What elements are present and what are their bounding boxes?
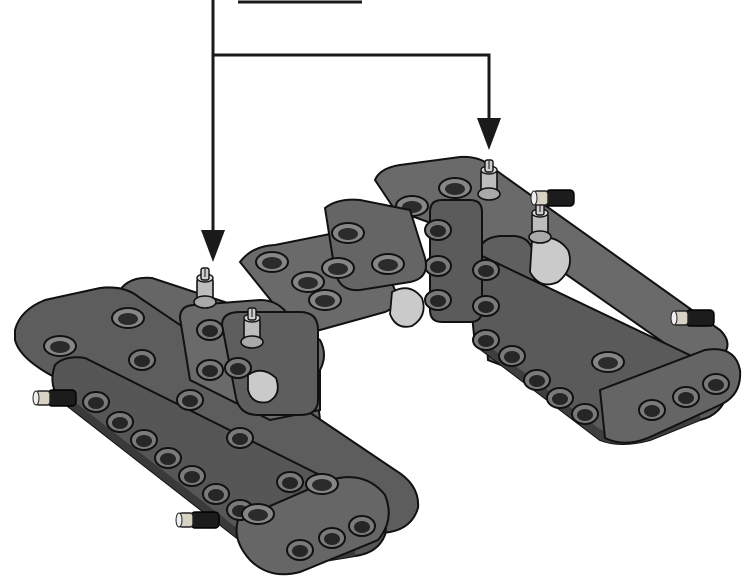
pin-arrow-left-head xyxy=(201,230,225,262)
side-pin-left xyxy=(32,389,77,407)
left-assembly xyxy=(14,267,420,576)
side-pin-front xyxy=(175,511,220,529)
pin-left-top xyxy=(193,267,217,309)
pin-arrow-right-line xyxy=(213,53,491,122)
pin-arrow-right-head xyxy=(477,118,501,150)
callout-lines xyxy=(211,0,491,236)
right-assembly xyxy=(373,155,742,445)
side-pin-right xyxy=(670,309,715,327)
side-pin-back xyxy=(530,189,575,207)
